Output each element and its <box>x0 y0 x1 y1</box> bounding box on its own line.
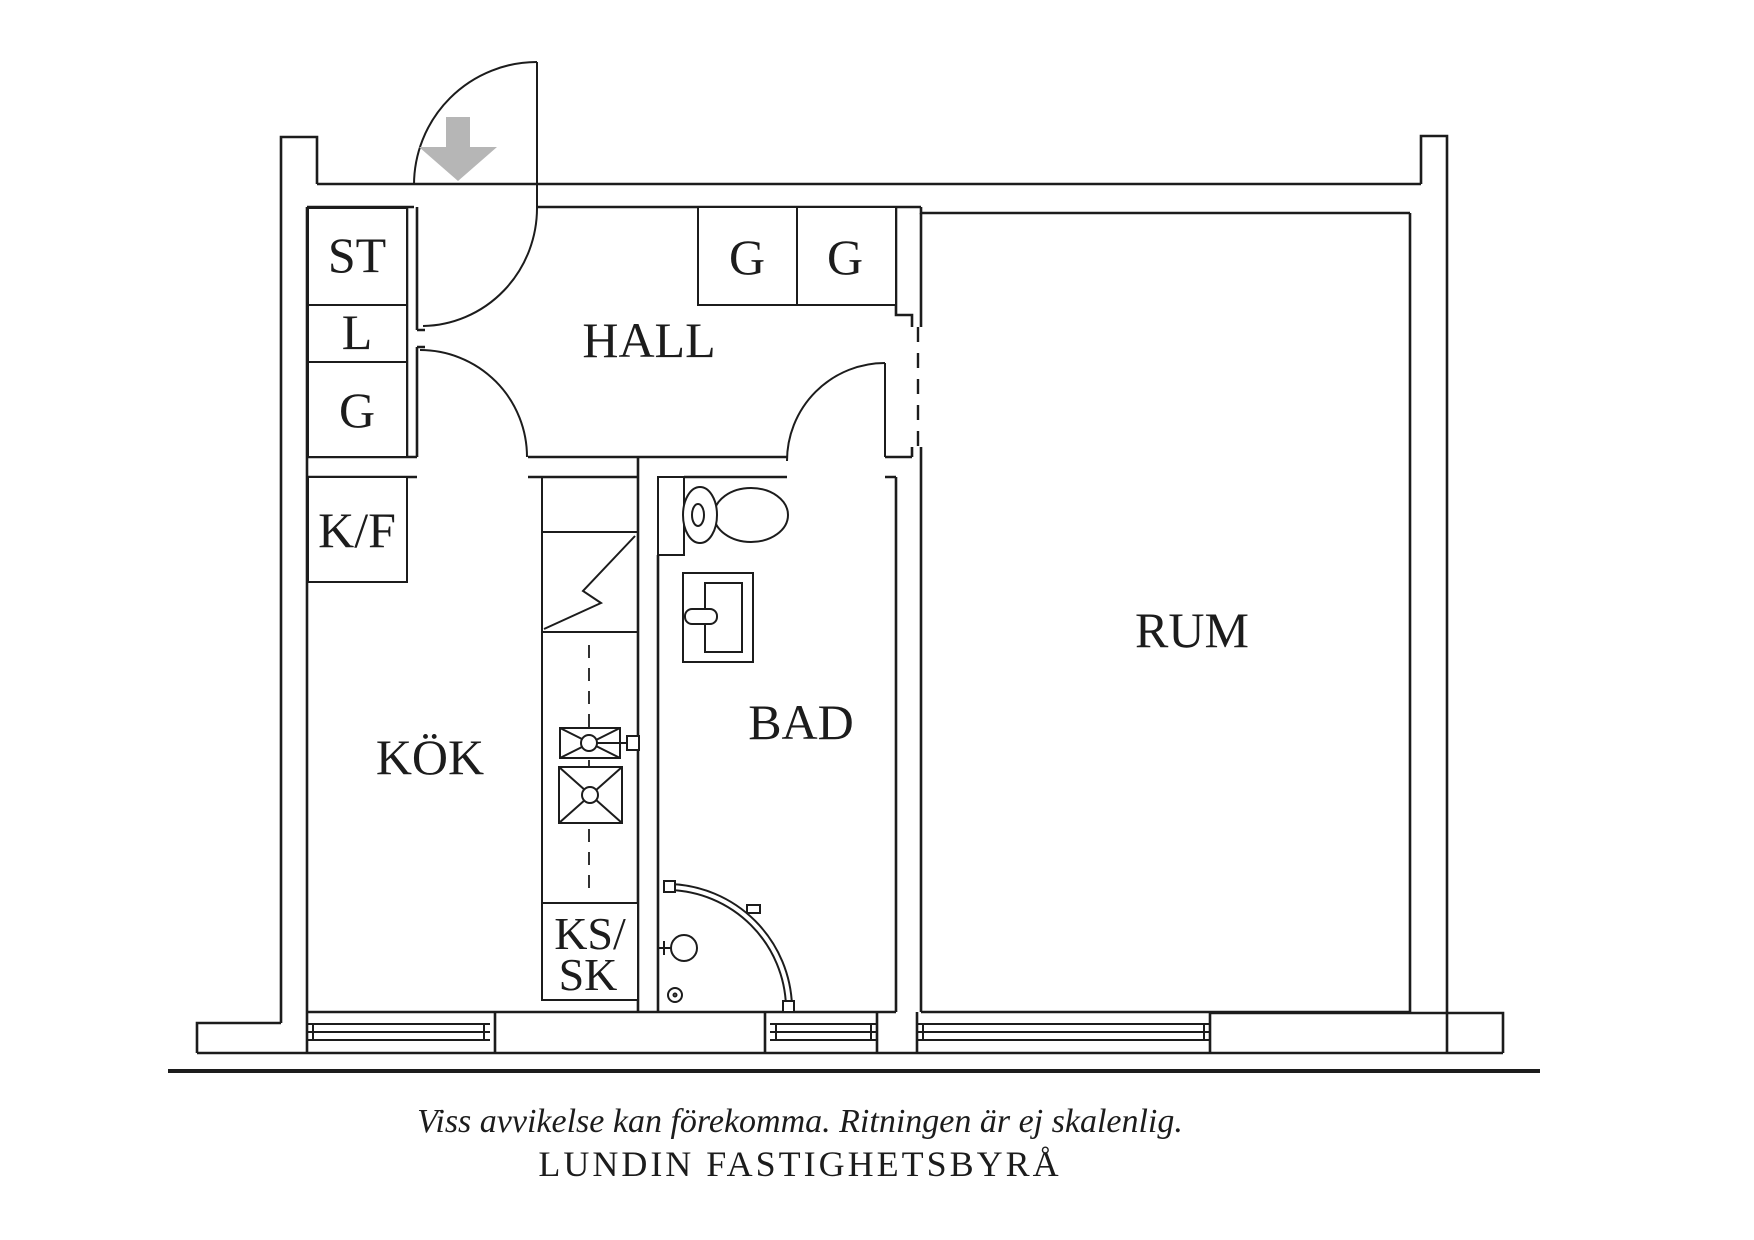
toilet-bowl <box>713 487 789 543</box>
entry-direction-arrow-icon <box>419 117 497 181</box>
toilet-button <box>691 503 705 527</box>
room-window <box>917 1023 1210 1041</box>
hall-east-wall-upper <box>894 207 914 327</box>
shower-drain <box>667 987 683 1003</box>
shower-drain-dot <box>672 992 678 998</box>
closet-column <box>307 207 408 458</box>
counter-zigzag <box>543 535 636 630</box>
shower-head <box>670 934 698 962</box>
fridge-freezer-box <box>307 476 408 583</box>
room-west-wall-lower <box>910 447 923 1012</box>
closet-front-wall-b <box>415 207 425 457</box>
bath-pilaster <box>657 476 685 556</box>
shower-hinge-top <box>663 880 676 893</box>
room-top-inner <box>919 207 1410 215</box>
label-wardrobe-g2: G <box>827 229 863 285</box>
toilet-cistern <box>682 486 718 544</box>
shower-screen-inner <box>669 889 787 1007</box>
windows <box>307 1023 1210 1041</box>
left-wall-outer <box>279 135 319 1023</box>
cleaning-cabinet-box <box>541 902 639 1001</box>
basin-faucet <box>684 608 718 625</box>
shower-hinge-bottom <box>782 1000 795 1013</box>
bath-north-stub <box>885 455 912 479</box>
bath-window <box>770 1023 877 1041</box>
label-closet-st: ST <box>328 227 386 283</box>
shower-screen-outer <box>669 883 793 1007</box>
bottom-right-block <box>1210 1011 1505 1053</box>
label-hall: HALL <box>582 312 715 368</box>
kitchen-door-arc <box>419 349 528 458</box>
label-cleaning-cabinet-1: KS/ <box>554 908 626 959</box>
shower-head-arm <box>658 941 671 955</box>
bathroom-fixtures <box>657 476 795 1013</box>
kitchen-bath-north-wall <box>528 455 787 479</box>
brand-text: LUNDIN FASTIGHETSBYRÅ <box>538 1144 1062 1184</box>
label-wardrobe-g1: G <box>729 229 765 285</box>
bottom-left-block <box>195 1021 281 1053</box>
entrance-door <box>413 61 539 327</box>
room-labels: ST L G K/F G G HALL KÖK BAD RUM KS/ SK <box>318 227 1249 1000</box>
kitchen-window <box>307 1023 490 1041</box>
label-closet-g: G <box>339 382 375 438</box>
entrance-door-arc-outer <box>413 61 538 186</box>
label-kitchen: KÖK <box>376 729 484 785</box>
entrance-door-arc-inner <box>422 206 539 327</box>
label-bathroom: BAD <box>748 694 854 750</box>
sink-knob <box>580 734 598 752</box>
storage-units <box>307 206 897 583</box>
shower-handle <box>746 904 761 914</box>
counter-sections <box>542 531 637 633</box>
label-fridge-freezer: K/F <box>318 502 396 558</box>
label-closet-l: L <box>342 304 373 360</box>
stove-knob <box>581 786 599 804</box>
closet-bottom-wall <box>307 455 417 479</box>
label-cleaning-cabinet-2: SK <box>559 949 618 1000</box>
sink-faucet-handle <box>626 735 640 751</box>
label-room: RUM <box>1135 602 1249 658</box>
interior-doors <box>419 349 886 462</box>
closet-dividers <box>308 304 407 363</box>
disclaimer-text: Viss avvikelse kan förekomma. Ritningen … <box>417 1103 1183 1140</box>
bath-door-arc <box>786 362 886 462</box>
right-wall-outer <box>1419 134 1449 1053</box>
kitchen-counter <box>541 477 640 1001</box>
